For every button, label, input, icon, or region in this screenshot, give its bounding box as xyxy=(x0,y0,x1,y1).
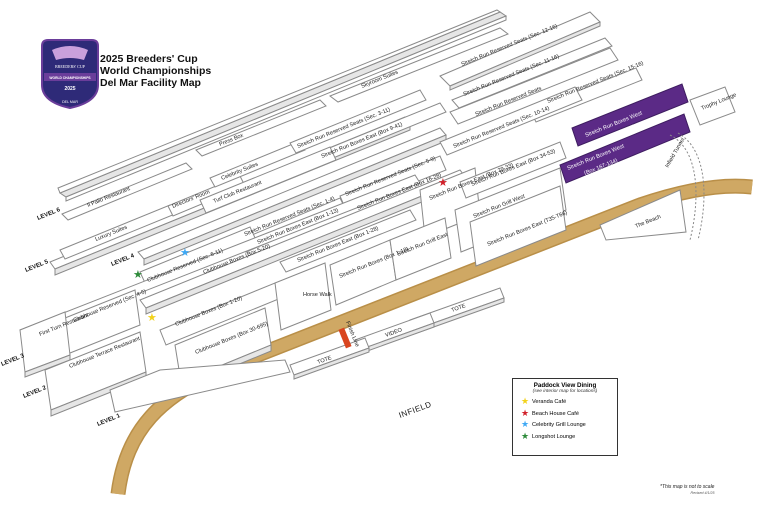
level-5-label: LEVEL 5 xyxy=(25,259,50,274)
level-6-structure xyxy=(57,9,508,202)
level-6-label: LEVEL 6 xyxy=(37,207,62,222)
legend-item-label: Celebrity Grill Lounge xyxy=(532,422,586,428)
logo-year: 2025 xyxy=(64,86,75,92)
label-tote-left: TOTE xyxy=(317,355,333,366)
trophy-lounge-block[interactable] xyxy=(689,86,736,126)
level-4-structure xyxy=(137,127,447,266)
sr-boxes-west-54-67[interactable] xyxy=(571,83,689,147)
legend-item-beach-house: ★Beach House Café xyxy=(513,407,617,421)
label-video: VIDEO xyxy=(385,327,404,339)
apron-block xyxy=(109,359,291,413)
map-title: 2025 Breeders' Cup World Championships D… xyxy=(100,53,211,89)
celebrity-suites-block[interactable] xyxy=(209,140,306,188)
upper-seating-11-16[interactable] xyxy=(451,37,613,109)
title-line-1: 2025 Breeders' Cup xyxy=(100,53,198,65)
breeders-cup-logo: BREEDERS' CUP WORLD CHAMPIONSHIPS 2025 D… xyxy=(41,39,99,110)
not-to-scale-note: *This map is not to scale xyxy=(660,484,715,490)
red-star-icon: ★ xyxy=(521,407,530,418)
logo-bottom-text: DEL MAR xyxy=(62,100,78,104)
the-beach-block[interactable] xyxy=(599,189,687,241)
label-tote-right: TOTE xyxy=(451,303,467,314)
turf-club-block[interactable] xyxy=(199,146,337,214)
legend-item-label: Beach House Café xyxy=(532,410,579,417)
sr-east-1-28-block[interactable] xyxy=(279,209,417,273)
finish-line-marker xyxy=(338,327,352,349)
legend-item-label: Veranda Café xyxy=(532,399,567,405)
upper-seating-12-16[interactable] xyxy=(439,11,601,91)
sr-east-t35-t66-block[interactable] xyxy=(469,185,567,267)
star-celebrity-grill[interactable]: ★ xyxy=(180,246,190,259)
label-horse-walk: Horse Walk xyxy=(303,292,332,298)
star-beach-house[interactable]: ★ xyxy=(438,176,448,189)
clubhouse-terrace-block[interactable] xyxy=(44,331,147,417)
logo-band-text: WORLD CHAMPIONSHIPS xyxy=(49,76,91,80)
legend-item-veranda: ★Veranda Café xyxy=(513,397,617,409)
star-veranda[interactable]: ★ xyxy=(147,311,157,324)
logo-top-text: BREEDERS' CUP xyxy=(55,64,86,69)
level-4-label: LEVEL 4 xyxy=(111,253,136,268)
paddock-view-legend: Paddock View Dining (see interior map fo… xyxy=(512,378,618,456)
tote-board-left[interactable] xyxy=(289,337,370,380)
revised-date: Revised 4/1/25 xyxy=(690,491,715,495)
infield-tunnel-path-2 xyxy=(677,132,705,241)
legend-item-celebrity-grill: ★Celebrity Grill Lounge xyxy=(513,420,617,432)
sr-boxes-west-167-134[interactable] xyxy=(559,113,691,184)
footnote: *This map is not to scale Revised 4/1/25 xyxy=(660,484,714,496)
sr-seats-10-14-block[interactable] xyxy=(439,86,583,156)
legend-subtitle: (see interior map for locations) xyxy=(532,389,598,394)
sr-grill-east-block[interactable] xyxy=(389,217,452,281)
level-3-label: LEVEL 3 xyxy=(1,353,26,368)
title-line-3: Del Mar Facility Map xyxy=(100,77,201,89)
horse-walk-block[interactable] xyxy=(274,262,332,331)
sr-east-34-53-block[interactable] xyxy=(459,141,567,199)
blue-star-icon: ★ xyxy=(521,419,530,429)
press-box-block[interactable] xyxy=(195,99,327,157)
infield-tunnel-path xyxy=(669,134,697,241)
title-line-2: World Championships xyxy=(100,65,212,77)
skyroom-suites-block[interactable] xyxy=(328,27,510,103)
label-infield-tunnel: Infield Tunnel xyxy=(665,137,687,169)
il-palio-block[interactable] xyxy=(61,162,193,221)
yellow-star-icon: ★ xyxy=(521,396,530,406)
label-infield: INFIELD xyxy=(398,400,433,420)
star-longshot[interactable]: ★ xyxy=(133,268,143,281)
level-1-label: LEVEL 1 xyxy=(97,413,122,428)
level-2-label: LEVEL 2 xyxy=(23,385,48,400)
legend-item-label: Longshot Lounge xyxy=(532,433,576,440)
legend-item-longshot: ★Longshot Lounge xyxy=(513,430,617,444)
seating-9-13[interactable] xyxy=(449,47,619,125)
green-star-icon: ★ xyxy=(521,430,530,441)
legend-title: Paddock View Dining xyxy=(533,382,597,389)
